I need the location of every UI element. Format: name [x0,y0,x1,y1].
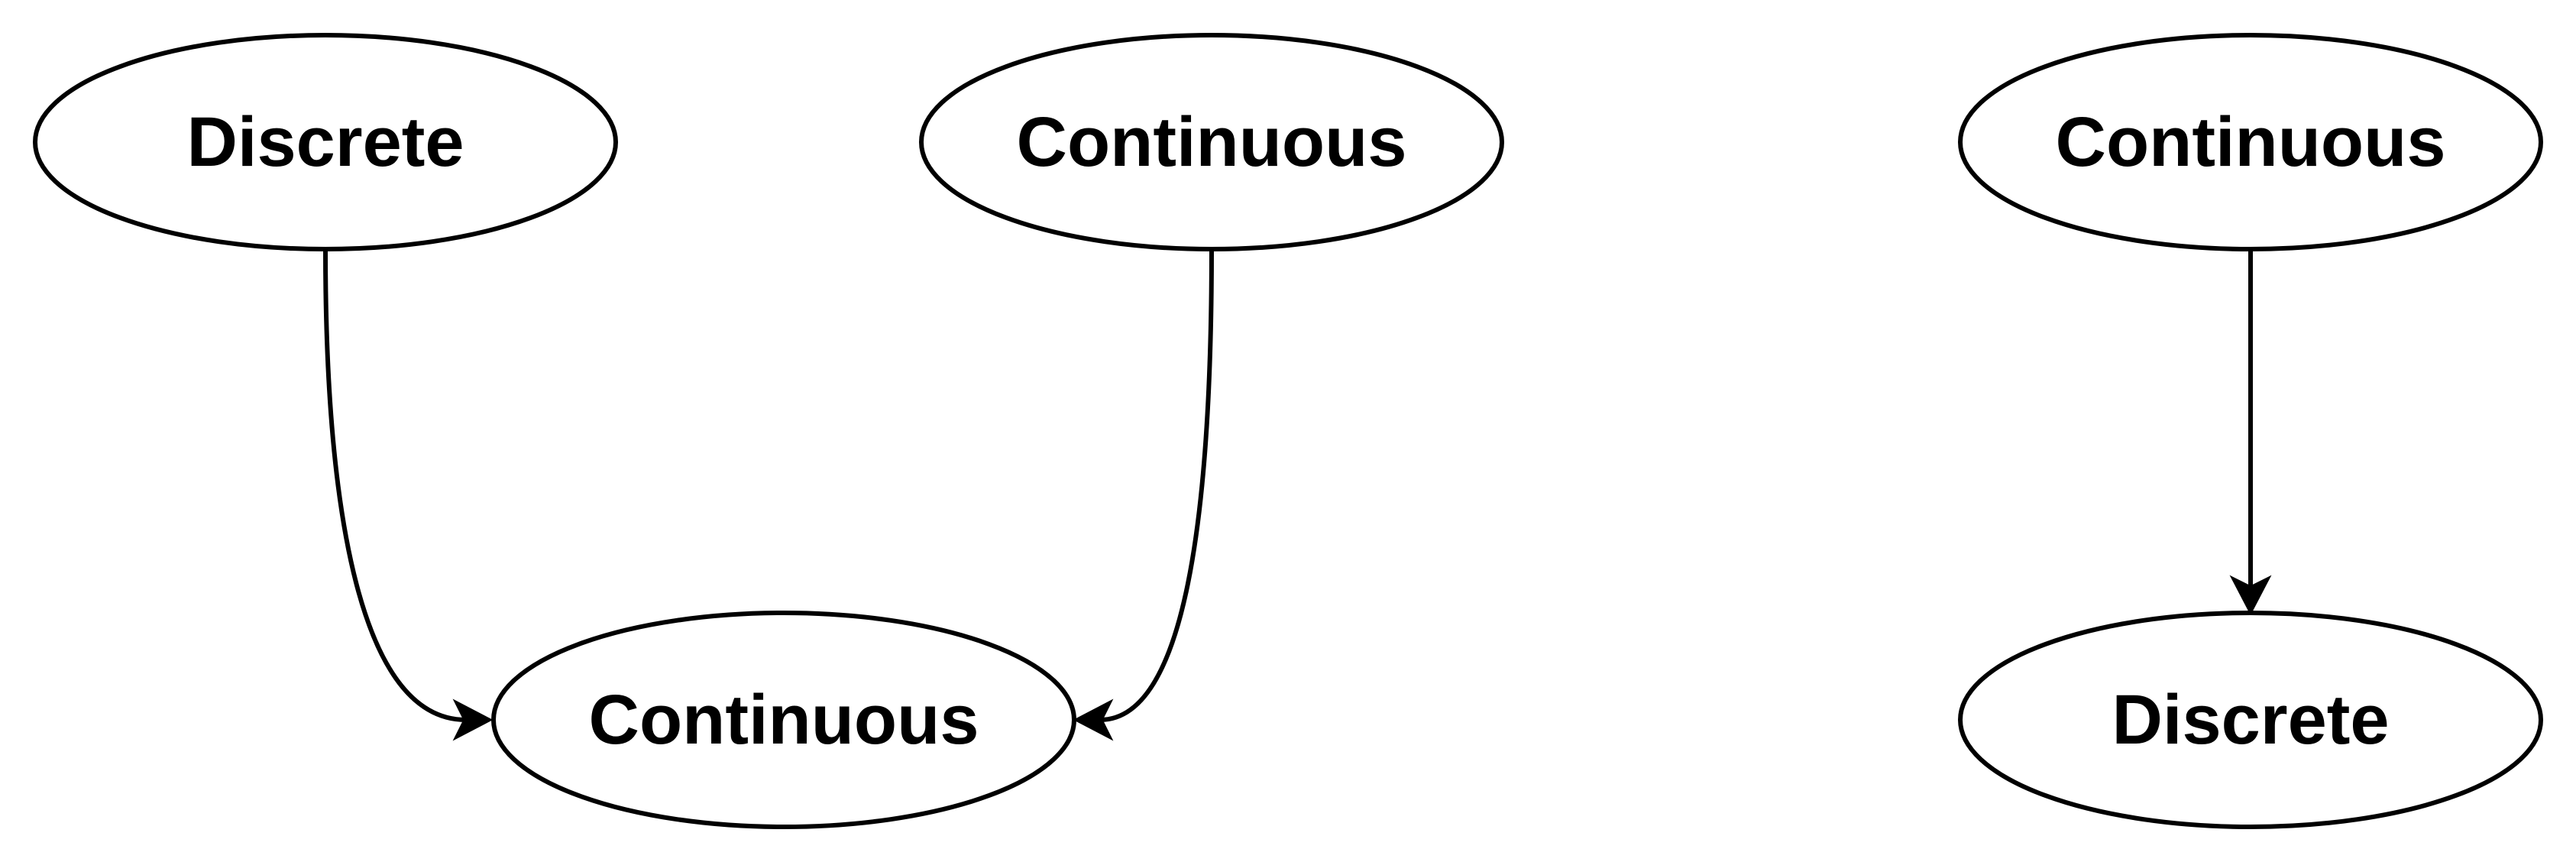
node-label: Continuous [1017,103,1407,181]
arrowhead-icon [1073,698,1114,741]
node-ellipse [491,611,1076,829]
node-label: Discrete [186,103,464,181]
arrowhead-icon [2229,575,2272,616]
node-ellipse [1958,611,2543,829]
node-continuous-top-middle[interactable]: Continuous [919,33,1504,251]
edge-discrete-to-continuous [323,248,467,722]
arrowhead-icon [452,698,494,741]
node-continuous-bottom[interactable]: Continuous [491,611,1076,829]
node-label: Discrete [2112,681,2389,759]
node-ellipse [33,33,618,251]
node-label: Continuous [589,681,979,759]
node-ellipse [1958,33,2543,251]
edge-continuous-to-continuous [1099,248,1214,722]
node-label: Continuous [2056,103,2446,181]
node-continuous-top-right[interactable]: Continuous [1958,33,2543,251]
node-discrete-bottom-right[interactable]: Discrete [1958,611,2543,829]
edges [323,248,2272,741]
node-discrete-top-left[interactable]: Discrete [33,33,618,251]
node-ellipse [919,33,1504,251]
